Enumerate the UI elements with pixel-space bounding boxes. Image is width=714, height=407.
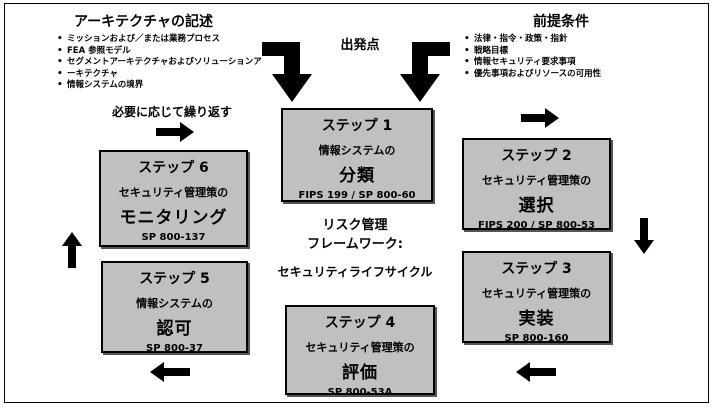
arrow-left-icon: [150, 362, 190, 382]
start-label: 出発点: [340, 38, 380, 53]
step-name: 評価: [342, 363, 378, 383]
list-item-continuation: ーキテクチャ: [56, 69, 286, 81]
step-title: ステップ 5: [139, 271, 210, 287]
bent-arrow-right-icon: [400, 42, 450, 102]
list-item: 情報システムの境界: [56, 80, 286, 92]
list-item: FEA 参照モデル: [56, 46, 286, 58]
step-reference: FIPS 199 / SP 800-60: [298, 190, 416, 201]
prerequisites-list: 法律・指令・政策・指針 戦略目標 情報セキュリティ要求事項 優先事項およびリソー…: [463, 34, 683, 80]
step-subtitle: セキュリティ管理策の: [118, 186, 229, 199]
step-subtitle: セキュリティ管理策の: [481, 287, 592, 300]
arrow-up-icon: [62, 232, 82, 268]
step-5-box: ステップ 5 情報システムの 認可 SP 800-37: [101, 261, 248, 354]
step-subtitle: セキュリティ管理策の: [481, 174, 592, 187]
step-name: 分類: [339, 166, 375, 186]
repeat-label: 必要に応じて繰り返す: [112, 105, 233, 119]
step-name: 選択: [518, 196, 555, 216]
step-subtitle: 情報システムの: [136, 297, 213, 310]
step-reference: SP 800-53A: [327, 387, 393, 398]
step-subtitle: セキュリティ管理策の: [305, 341, 415, 354]
arrow-right-icon: [521, 108, 559, 128]
step-title: ステップ 1: [321, 118, 393, 134]
prerequisites-heading: 前提条件: [533, 14, 589, 30]
step-subtitle: 情報システムの: [318, 144, 396, 157]
center-subtitle: セキュリティライフサイクル: [277, 265, 433, 279]
step-4-box: ステップ 4 セキュリティ管理策の 評価 SP 800-53A: [285, 305, 435, 398]
list-item: 優先事項およびリソースの可用性: [463, 69, 683, 81]
step-name: モニタリング: [119, 208, 228, 228]
center-line-2: フレームワーク:: [307, 237, 403, 252]
list-item: セグメントアーキテクチャおよびソリューションア: [56, 57, 286, 69]
architecture-heading: アーキテクチャの記述: [74, 14, 214, 30]
step-name: 認可: [156, 319, 193, 339]
step-name: 実装: [518, 309, 555, 329]
diagram-frame: [4, 3, 709, 403]
list-item: ミッションおよび／または業務プロセス: [56, 34, 286, 46]
step-reference: SP 800-160: [504, 333, 569, 344]
step-reference: FIPS 200 / SP 800-53: [477, 220, 595, 231]
step-1-box: ステップ 1 情報システムの 分類 FIPS 199 / SP 800-60: [281, 108, 433, 202]
arrow-right-icon: [156, 122, 194, 142]
step-reference: SP 800-137: [141, 232, 206, 243]
architecture-list: ミッションおよび／または業務プロセス FEA 参照モデル セグメントアーキテクチ…: [56, 34, 286, 92]
step-title: ステップ 2: [501, 148, 572, 164]
step-reference: SP 800-37: [146, 343, 203, 354]
center-line-1: リスク管理: [322, 218, 388, 233]
step-title: ステップ 4: [324, 315, 396, 331]
step-3-box: ステップ 3 セキュリティ管理策の 実装 SP 800-160: [462, 251, 611, 344]
list-item: 戦略目標: [463, 46, 683, 58]
bent-arrow-left-icon: [262, 42, 312, 102]
step-6-box: ステップ 6 セキュリティ管理策の モニタリング SP 800-137: [99, 150, 248, 247]
list-item: 法律・指令・政策・指針: [463, 34, 683, 46]
step-title: ステップ 6: [138, 160, 209, 176]
arrow-down-icon: [634, 218, 654, 254]
step-2-box: ステップ 2 セキュリティ管理策の 選択 FIPS 200 / SP 800-5…: [462, 138, 611, 231]
list-item: 情報セキュリティ要求事項: [463, 57, 683, 69]
arrow-left-icon: [516, 362, 556, 382]
step-title: ステップ 3: [501, 261, 572, 277]
center-title: リスク管理 フレームワーク:: [280, 216, 430, 254]
